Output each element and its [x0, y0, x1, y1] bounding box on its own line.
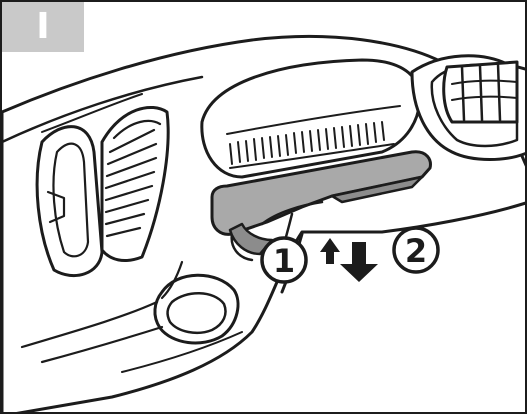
lower-contour-4 [160, 260, 184, 300]
panel-label-box: I [2, 2, 84, 52]
lower-contour-3 [121, 331, 243, 373]
housing-ridge-line [41, 93, 143, 133]
panel-label: I [36, 6, 50, 47]
left-slot [35, 125, 104, 278]
lower-contour-1 [20, 300, 159, 349]
left-slot-notch [46, 190, 66, 224]
callout-2: 2 [392, 226, 440, 274]
lever [210, 150, 432, 262]
lower-contour-2 [40, 325, 164, 364]
chuck [442, 60, 519, 124]
arrow-up-icon [320, 238, 340, 264]
callout-1: 1 [260, 236, 308, 284]
housing-top-line [2, 75, 204, 144]
lock-button [153, 273, 240, 345]
speed-wheel [100, 105, 170, 262]
callout-2-label: 2 [405, 232, 427, 270]
grip-ribs [226, 105, 401, 169]
callout-1-label: 1 [273, 242, 295, 280]
arrow-down-icon [340, 242, 378, 282]
